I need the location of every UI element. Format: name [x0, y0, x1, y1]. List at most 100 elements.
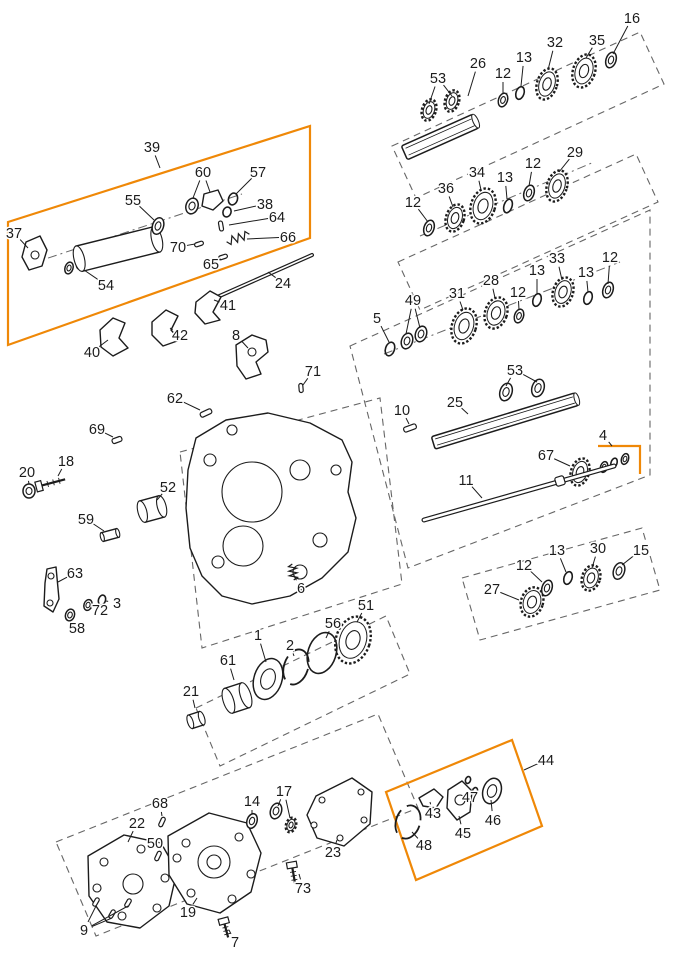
callout-64: 64: [269, 210, 285, 226]
leader-line: [83, 269, 99, 281]
part-cylinder: [136, 494, 168, 524]
part-pin: [111, 435, 123, 445]
callout-70: 70: [170, 240, 186, 256]
leader-line: [490, 799, 493, 812]
leader-line: [500, 591, 520, 601]
part-body: [418, 788, 444, 809]
part-shaft: [401, 113, 481, 160]
leader-line: [230, 668, 235, 681]
part-pin: [92, 897, 100, 907]
part-body: [446, 780, 473, 821]
part-ring: [222, 206, 232, 218]
callout-19: 19: [180, 905, 196, 921]
part-washer: [245, 812, 259, 830]
callout-53: 53: [430, 71, 446, 87]
callout-39: 39: [144, 140, 160, 156]
part-gear: [483, 296, 509, 330]
leader-line: [471, 486, 483, 499]
part-ring: [384, 341, 396, 357]
leader-line: [553, 458, 571, 467]
part-bolt: [34, 477, 66, 493]
part-pin: [217, 220, 225, 232]
callout-12: 12: [516, 558, 532, 574]
callout-28: 28: [483, 273, 499, 289]
part-ring: [464, 775, 472, 785]
leader-line: [57, 468, 63, 477]
callout-4: 4: [599, 428, 607, 444]
callout-59: 59: [78, 512, 94, 528]
callout-13: 13: [516, 50, 532, 66]
part-spring: [226, 230, 250, 246]
leader-line: [169, 327, 173, 331]
part-cylinder: [221, 681, 253, 715]
leader-line: [608, 441, 613, 447]
part-washer: [22, 483, 36, 499]
callout-13: 13: [578, 265, 594, 281]
leader-line: [523, 763, 539, 771]
callout-49: 49: [405, 293, 421, 309]
callout-35: 35: [589, 33, 605, 49]
callout-61: 61: [220, 653, 236, 669]
leader-line: [411, 831, 419, 839]
leader-line: [325, 630, 330, 639]
callout-72: 72: [92, 603, 108, 619]
leader-line: [520, 65, 524, 87]
leader-line: [547, 50, 554, 71]
callout-30: 30: [590, 541, 606, 557]
callout-69: 69: [89, 422, 105, 438]
leader-line: [405, 308, 412, 335]
callout-22: 22: [129, 816, 145, 832]
part-body: [306, 777, 373, 847]
leader-line: [612, 25, 629, 55]
leader-line: [182, 401, 201, 411]
part-gear: [444, 203, 466, 233]
leader-line: [213, 299, 220, 303]
leader-line: [160, 811, 163, 817]
leader-line: [414, 308, 421, 329]
callout-54: 54: [98, 278, 114, 294]
part-gear: [334, 615, 372, 665]
leader-line: [428, 86, 436, 105]
callout-18: 18: [58, 454, 74, 470]
part-gear: [551, 276, 575, 308]
leader-line: [57, 576, 68, 583]
leader-line: [228, 929, 232, 935]
callout-57: 57: [250, 165, 266, 181]
part-washer: [269, 802, 283, 820]
leader-line: [492, 288, 496, 299]
leader-line: [139, 205, 155, 221]
part-rod-core: [422, 464, 616, 522]
callout-13: 13: [549, 543, 565, 559]
callout-26: 26: [470, 56, 486, 72]
leader-line: [267, 271, 277, 279]
leader-line: [380, 325, 390, 343]
callout-9: 9: [80, 923, 88, 939]
leader-line: [517, 300, 520, 311]
leader-line: [558, 266, 563, 281]
highlight-frame: [6, 124, 312, 347]
part-washer: [612, 561, 626, 581]
part-washer: [522, 184, 536, 202]
part-ring: [471, 786, 479, 796]
leader-line: [443, 84, 453, 97]
leader-line: [559, 558, 567, 573]
leader-line: [228, 217, 269, 226]
callout-32: 32: [547, 35, 563, 51]
leader-line: [235, 178, 252, 195]
part-washer: [498, 382, 514, 402]
leader-line: [127, 830, 134, 843]
highlight-frame: [384, 738, 544, 882]
callout-5: 5: [373, 311, 381, 327]
callout-63: 63: [67, 566, 83, 582]
callout-36: 36: [438, 181, 454, 197]
part-washer: [601, 281, 615, 299]
leader-line: [104, 432, 114, 438]
part-gear: [580, 564, 602, 592]
callout-17: 17: [276, 784, 292, 800]
callout-24: 24: [275, 276, 291, 292]
part-body: [87, 834, 178, 929]
part-gear: [450, 307, 478, 345]
leader-line: [429, 801, 432, 805]
part-gear: [545, 169, 569, 203]
